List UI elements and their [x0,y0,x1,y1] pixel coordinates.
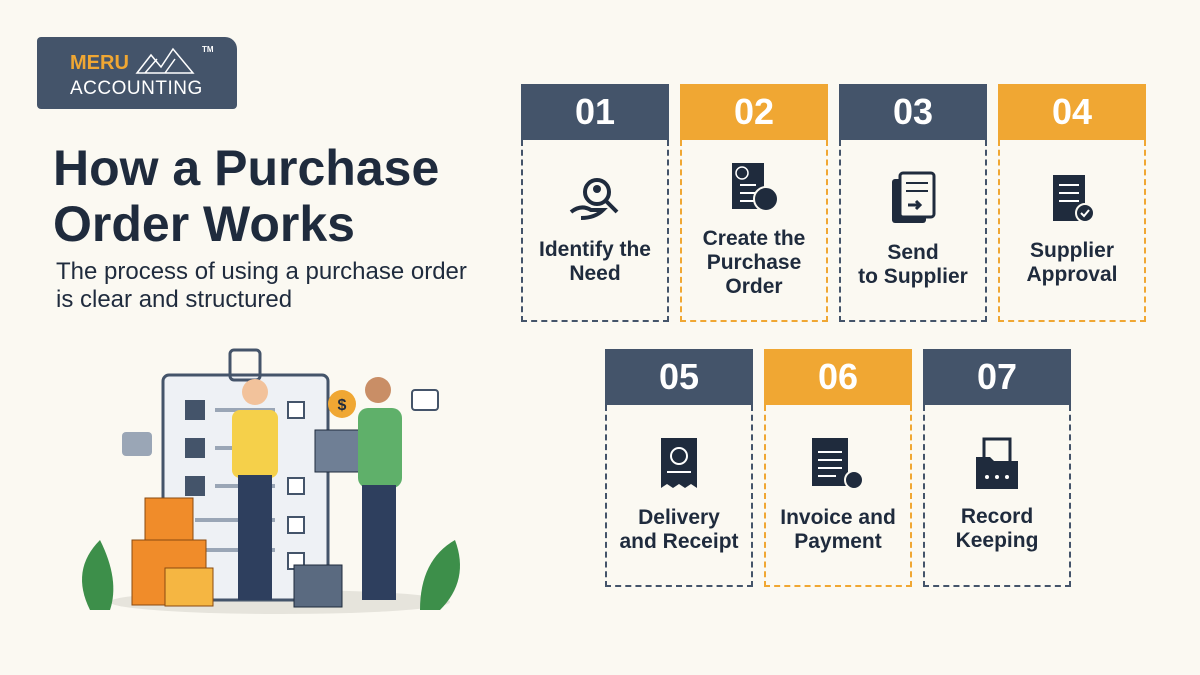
step-label: Record Keeping [955,505,1039,552]
dollar-coin-icon [328,390,356,418]
step-label: Delivery and Receipt [619,506,739,553]
step-number: 01 [521,84,669,140]
step-card-03: 03 Send to Supplier [839,84,987,322]
step-number: 04 [998,84,1146,140]
purchase-order-illustration: $ [82,348,460,614]
step-label: Identify the Need [538,238,651,285]
title-line-2: Order Works [53,196,355,252]
page-subtitle: The process of using a purchase order is… [56,258,467,313]
logo-brand: MERU [70,52,129,74]
step-card-06: 06 Invoice and Payment [764,349,912,587]
folder-records-icon [976,437,1018,489]
step-card-02: 02 Create the Purchase Order [680,84,828,322]
mountain-logo-icon [135,47,195,74]
document-send-icon [892,171,936,223]
step-number: 02 [680,84,828,140]
receipt-icon [661,438,697,488]
step-label: Send to Supplier [858,241,968,288]
chat-bubble-icon [411,389,439,411]
step-card-01: 01 Identify the Need [521,84,669,322]
step-number: 06 [764,349,912,405]
logo-tm: TM [202,45,214,54]
title-line-1: How a Purchase [53,140,440,196]
hand-magnifier-person-icon [569,178,619,220]
document-approved-icon [1053,175,1095,223]
step-label: Invoice and Payment [780,506,896,553]
invoice-coins-icon [812,438,864,490]
step-label: Supplier Approval [1026,239,1118,286]
svg-text:$: $ [338,397,347,414]
document-cart-icon [732,163,779,212]
step-number: 05 [605,349,753,405]
step-number: 07 [923,349,1071,405]
location-pin-icon [122,432,152,456]
step-card-07: 07 Record Keeping [923,349,1071,587]
step-card-04: 04 Supplier Approval [998,84,1146,322]
step-number: 03 [839,84,987,140]
logo-sub: ACCOUNTING [70,78,203,99]
step-label: Create the Purchase Order [702,227,806,298]
meru-accounting-logo: MERU TM ACCOUNTING [37,37,237,109]
step-card-05: 05 Delivery and Receipt [605,349,753,587]
